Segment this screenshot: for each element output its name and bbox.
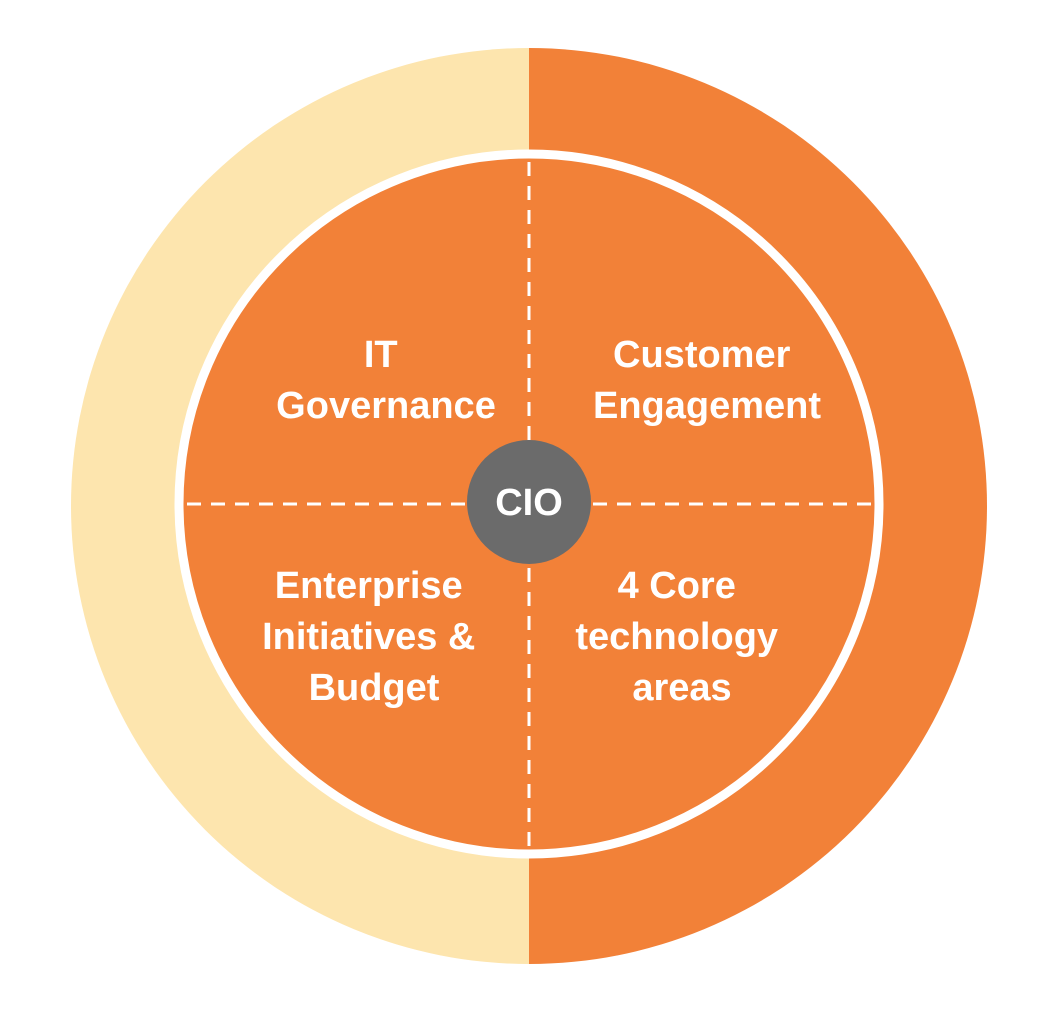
quadrant-enterprise-initiatives-line-3: Budget [309,667,440,709]
quadrant-core-technology-line-2: technology [575,616,778,658]
quadrant-customer-engagement-line-2: Engagement [593,385,821,427]
quadrant-enterprise-initiatives: Enterprise Initiatives & Budget [262,565,486,709]
quadrant-it-governance-line-1: IT [364,334,398,376]
quadrant-enterprise-initiatives-line-2: Initiatives & [262,616,475,658]
quadrant-core-technology-line-1: 4 Core [618,565,736,607]
quadrant-it-governance-line-2: Governance [276,385,496,427]
quadrant-customer-engagement-line-1: Customer [613,334,791,376]
quadrant-customer-engagement: Customer Engagement [593,334,821,427]
cio-label: CIO [495,482,563,524]
quadrant-enterprise-initiatives-line-1: Enterprise [275,565,463,607]
cio-center-circle [467,440,591,564]
quadrant-core-technology: 4 Core technology areas [575,565,788,709]
quadrant-core-technology-line-3: areas [632,667,731,709]
quadrant-it-governance: IT Governance [276,334,496,427]
